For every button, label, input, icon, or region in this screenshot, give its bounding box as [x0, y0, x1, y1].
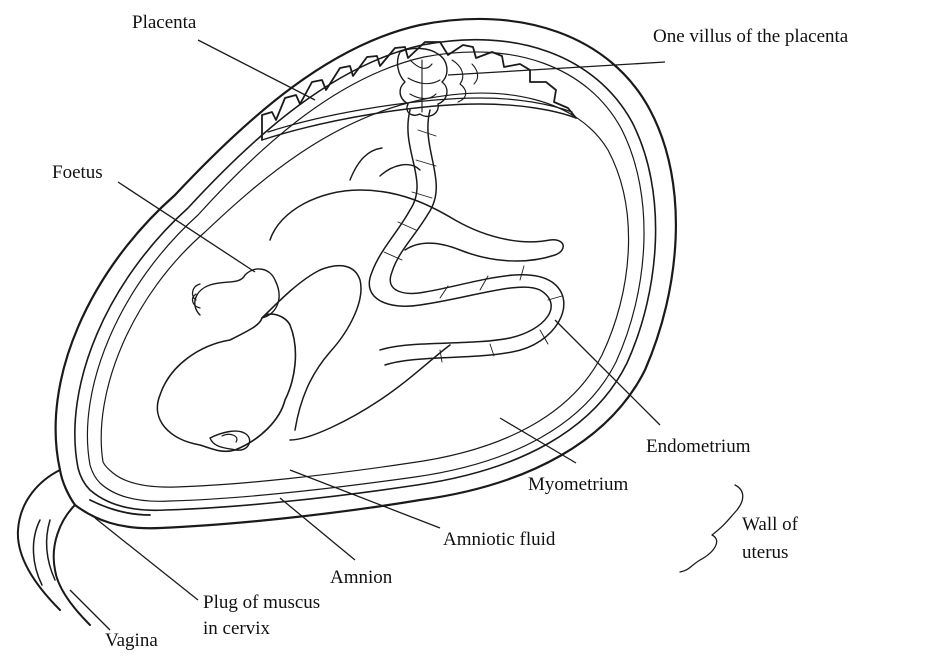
label-villus: One villus of the placenta [653, 26, 849, 47]
leader-villus [448, 62, 665, 75]
label-plug-line1: Plug of muscus [203, 592, 320, 613]
label-vagina: Vagina [105, 630, 158, 651]
leader-myometrium [500, 418, 576, 463]
label-wall-line2: uterus [742, 542, 788, 563]
label-amniotic-fluid: Amniotic fluid [443, 529, 556, 550]
placenta-villus [398, 48, 478, 116]
leader-placenta [198, 40, 315, 100]
label-leader-lines [70, 40, 665, 630]
label-wall-line1: Wall of [742, 514, 799, 535]
wall-of-uterus-bracket [680, 485, 743, 572]
label-myometrium: Myometrium [528, 474, 628, 495]
placenta [262, 42, 576, 140]
umbilical-cord [369, 110, 564, 365]
label-plug-line2: in cervix [203, 618, 271, 639]
diagram-labels: Placenta One villus of the placenta Foet… [52, 12, 849, 651]
uterus-outer-wall [56, 19, 676, 528]
label-foetus: Foetus [52, 162, 103, 183]
label-endometrium: Endometrium [646, 436, 751, 457]
leader-foetus [118, 182, 255, 272]
label-amnion: Amnion [330, 567, 393, 588]
leader-plug [95, 518, 198, 600]
amnion-membrane [101, 93, 628, 487]
label-placenta: Placenta [132, 12, 197, 33]
cervix-and-vagina [18, 470, 150, 625]
leader-amnion [280, 498, 355, 560]
